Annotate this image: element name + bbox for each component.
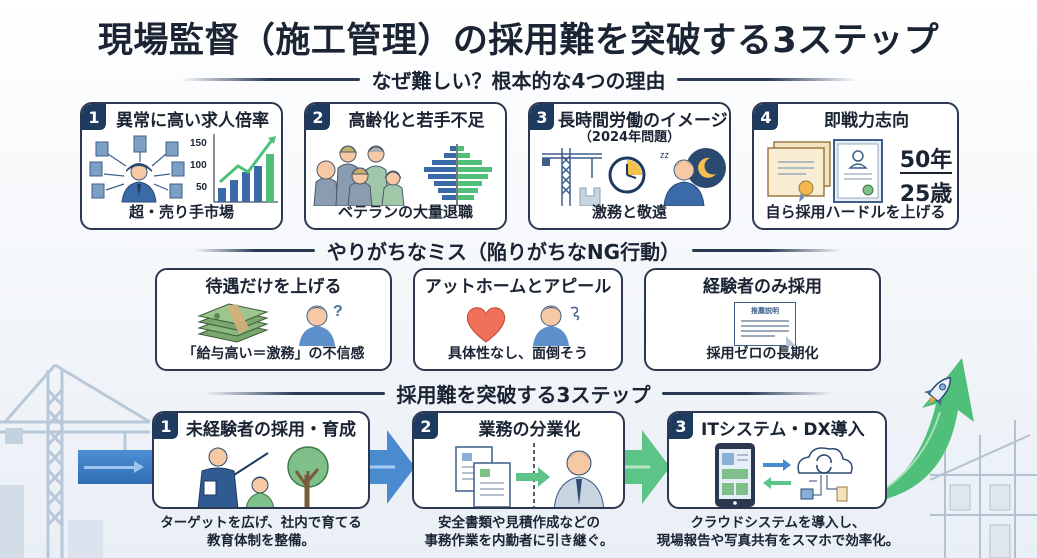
flow-arrow-blue (365, 430, 415, 504)
reason-card-4: 4 即戦力志向 50年 25歳 自ら採用ハードルを上げる (752, 102, 959, 230)
clock-icon (608, 156, 646, 194)
step-title: 業務の分業化 (478, 420, 581, 440)
reason-number-badge: 2 (306, 104, 330, 130)
reason-number-badge: 1 (82, 104, 106, 130)
annoyed-person-icon (533, 305, 580, 346)
stat-age: 25歳 (899, 182, 953, 207)
svg-text:150: 150 (190, 138, 207, 149)
svg-text:50: 50 (196, 182, 208, 193)
reason-card-1: 1 異常に高い求人倍率 150 100 50 超・売り手市場 (80, 102, 283, 230)
reason-caption: ベテランの大量退職 (337, 203, 473, 221)
buildings-around-candidate-icon (89, 135, 185, 203)
step-1-description: ターゲットを広げ、社内で育てる 教育体制を整備。 (140, 514, 382, 550)
divider (677, 77, 858, 81)
step-card-2: 2 業務の分業化 (412, 411, 625, 509)
stat-divider (900, 172, 952, 174)
step-number-badge: 3 (669, 413, 693, 439)
step-title: ITシステム・DX導入 (701, 420, 865, 440)
flow-arrow-start (78, 450, 158, 484)
step-number-badge: 1 (154, 413, 178, 439)
mistake-caption: 具体性なし、面倒そう (448, 346, 588, 362)
tablet-cloud-sync-icon (715, 443, 853, 507)
mistakes-section-heading: やりがちなミス（陥りがちなNG行動） (0, 237, 1037, 264)
step-number-badge: 2 (414, 413, 438, 439)
svg-text:100: 100 (190, 160, 207, 171)
reasons-heading-text: なぜ難しい？根本的な4つの理由 (371, 68, 666, 93)
teacher-student-tree-icon (197, 446, 329, 507)
step-description-line: クラウドシステムを導入し、 (690, 515, 866, 531)
steps-heading-text: 採用難を突破する3ステップ (396, 382, 651, 407)
step-description-line: 安全書類や見積作成などの (438, 515, 600, 531)
step-description-line: 事務作業を内勤者に引き継ぐ。 (424, 533, 614, 549)
reason-card-3: 3 長時間労働のイメージ （2024年問題） zz 激務と敬遠 (528, 102, 731, 230)
reason-subtitle: （2024年問題） (578, 130, 681, 145)
mistakes-heading-text: やりがちなミス（陥りがちなNG行動） (326, 239, 681, 264)
confused-person-icon: ? (299, 303, 343, 346)
divider (179, 77, 360, 81)
mistake-title: アットホームとアピール (424, 277, 612, 297)
flow-arrow-green (620, 430, 670, 504)
steps-section-heading: 採用難を突破する3ステップ (0, 380, 1037, 407)
background-crane-icon (0, 363, 151, 558)
mistake-caption: 採用ゼロの長期化 (706, 346, 819, 362)
reasons-section-heading: なぜ難しい？根本的な4つの理由 (0, 66, 1037, 93)
step-card-3: 3 ITシステム・DX導入 (667, 411, 887, 509)
page-title: 現場監督（施工管理）の採用難を突破する3ステップ (97, 21, 940, 61)
divider (662, 391, 833, 395)
divider (194, 248, 315, 252)
stat-years: 50年 (899, 148, 953, 173)
job-description-document-icon: 推薦説明 (734, 302, 796, 346)
reason-title: 高齢化と若手不足 (348, 111, 485, 131)
crane-icon (542, 148, 602, 206)
reason-card-2: 2 高齢化と若手不足 (304, 102, 507, 230)
step-2-description: 安全書類や見積作成などの 事務作業を内勤者に引き継ぐ。 (400, 514, 638, 550)
money-stack-icon (197, 303, 269, 343)
reason-title: 即戦力志向 (824, 111, 909, 131)
reason-title: 長時間労働のイメージ (558, 111, 728, 131)
mistake-title: 待遇だけを上げる (205, 277, 342, 297)
reason-number-badge: 3 (530, 104, 554, 130)
divider (692, 248, 843, 252)
heart-icon (466, 307, 506, 343)
mistake-title: 経験者のみ採用 (703, 277, 822, 297)
rising-bar-chart-icon: 150 100 50 (190, 134, 278, 203)
mistake-card-3: 経験者のみ採用 推薦説明 採用ゼロの長期化 (644, 268, 881, 371)
aging-workers-icon (313, 145, 405, 206)
population-pyramid-icon (424, 144, 492, 206)
step-card-1: 1 未経験者の採用・育成 (152, 411, 370, 509)
step-title: 未経験者の採用・育成 (186, 420, 356, 440)
certificates-icon (767, 139, 883, 203)
mistake-card-1: 待遇だけを上げる ? 「給与高い＝激務」の不信感 (155, 268, 392, 371)
background-building-frame-icon (930, 420, 1037, 558)
divider (204, 391, 385, 395)
step-description-line: ターゲットを広げ、社内で育てる (160, 515, 362, 531)
reason-caption: 自ら採用ハードルを上げる (765, 203, 946, 221)
growth-arrow-with-rocket-icon (870, 358, 974, 500)
svg-text:?: ? (333, 303, 343, 320)
reason-number-badge: 4 (754, 104, 778, 130)
reason-caption: 超・売り手市場 (128, 203, 234, 221)
mistake-caption: 「給与高い＝激務」の不信感 (182, 346, 365, 362)
step-description-line: 教育体制を整備。 (207, 533, 315, 549)
step-description-line: 現場報告や写真共有をスマホで効率化。 (656, 533, 900, 549)
step-3-description: クラウドシステムを導入し、 現場報告や写真共有をスマホで効率化。 (640, 514, 916, 550)
documents-handoff-icon (455, 443, 605, 507)
document-label: 推薦説明 (751, 307, 779, 315)
reason-caption: 激務と敬遠 (591, 203, 667, 221)
mistake-card-2: アットホームとアピール 具体性なし、面倒そう (413, 268, 623, 371)
svg-text:zz: zz (660, 150, 670, 160)
reason-title: 異常に高い求人倍率 (116, 111, 269, 131)
tired-worker-at-night-icon: zz (660, 148, 726, 206)
